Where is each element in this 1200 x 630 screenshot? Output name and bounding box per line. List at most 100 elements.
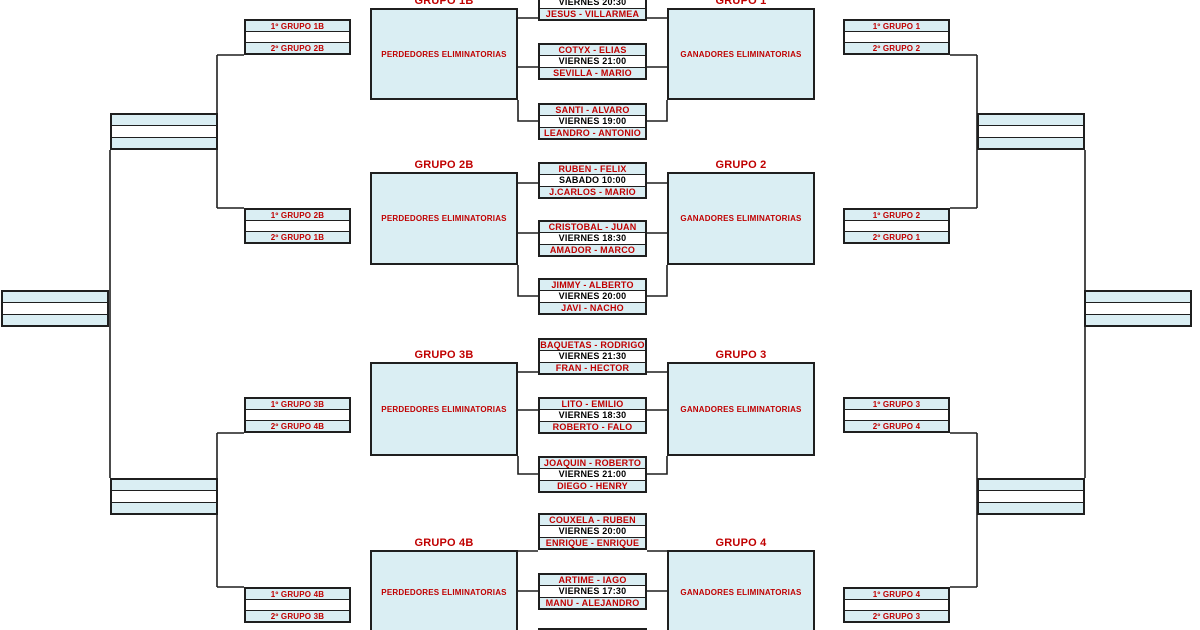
group-title-losers: GRUPO 3B	[414, 349, 474, 361]
match-top-players: SANTI - ALVARO	[540, 105, 645, 116]
semifinal-slot-row	[979, 125, 1083, 137]
group-title-losers: GRUPO 4B	[414, 537, 474, 549]
slot-empty	[845, 220, 948, 231]
final-slot-row	[3, 302, 107, 314]
losers-group-box-label: PERDEDORES ELIMINATORIAS	[381, 49, 507, 59]
slot-empty	[845, 31, 948, 42]
losers-group-box: PERDEDORES ELIMINATORIAS	[370, 8, 518, 100]
losers-group-box: PERDEDORES ELIMINATORIAS	[370, 362, 518, 456]
winners-group-box: GANADORES ELIMINATORIAS	[667, 172, 815, 265]
winners-group-box: GANADORES ELIMINATORIAS	[667, 362, 815, 456]
match-time: VIERNES 20:00	[540, 525, 645, 537]
losers-qualifier-slot: 1º GRUPO 4B 2º GRUPO 3B	[244, 587, 351, 623]
match-bottom-players: ENRIQUE - ENRIQUE	[540, 536, 645, 548]
winners-group-box-label: GANADORES ELIMINATORIAS	[680, 588, 802, 597]
semifinal-slot-row	[112, 115, 216, 126]
slot-seed-2: 2º GRUPO 2	[845, 42, 948, 53]
match-bottom-players: FRAN - HECTOR	[540, 361, 645, 373]
losers-group-box: PERDEDORES ELIMINATORIAS	[370, 172, 518, 265]
slot-seed-1: 1º GRUPO 4B	[246, 589, 349, 599]
match-bottom-players: ROBERTO - FALO	[540, 420, 645, 432]
group-title-winners: GRUPO 3	[715, 349, 767, 361]
semifinal-slot-box	[977, 113, 1085, 150]
winners-group-box: GANADORES ELIMINATORIAS	[667, 550, 815, 630]
match-top-players: COUXELA - RUBEN	[540, 515, 645, 526]
match-time: VIERNES 18:30	[540, 409, 645, 421]
slot-seed-1: 1º GRUPO 3	[845, 399, 948, 409]
match-top-players: JIMMY - ALBERTO	[540, 280, 645, 291]
semifinal-slot-row	[979, 115, 1083, 126]
semifinal-slot-row	[979, 490, 1083, 502]
slot-seed-2: 2º GRUPO 1	[845, 231, 948, 242]
slot-seed-1: 1º GRUPO 1	[845, 21, 948, 31]
winners-qualifier-slot: 1º GRUPO 4 2º GRUPO 3	[843, 587, 950, 623]
final-slot-row	[3, 313, 107, 325]
slot-seed-2: 2º GRUPO 4B	[246, 420, 349, 431]
winners-group-box-label: GANADORES ELIMINATORIAS	[680, 214, 802, 223]
semifinal-slot-box	[977, 478, 1085, 515]
match-bottom-players: JESUS - VILLARMEA	[540, 7, 645, 19]
match-bottom-players: JAVI - NACHO	[540, 301, 645, 313]
slot-seed-1: 1º GRUPO 4	[845, 589, 948, 599]
match-box	[538, 628, 647, 630]
winners-qualifier-slot: 1º GRUPO 2 2º GRUPO 1	[843, 208, 950, 244]
group-title-winners: GRUPO 2	[715, 159, 767, 171]
final-slot-row	[3, 292, 107, 303]
losers-group-box-label: PERDEDORES ELIMINATORIAS	[381, 404, 507, 414]
match-top-players: RUBEN - FELIX	[540, 164, 645, 175]
semifinal-slot-box	[110, 478, 218, 515]
match-bottom-players: MANU - ALEJANDRO	[540, 596, 645, 608]
winners-group-box-label: GANADORES ELIMINATORIAS	[680, 404, 802, 414]
semifinal-slot-row	[112, 480, 216, 491]
semifinal-slot-box	[110, 113, 218, 150]
match-time: VIERNES 17:30	[540, 585, 645, 597]
slot-seed-1: 1º GRUPO 1B	[246, 21, 349, 31]
match-time: VIERNES 18:30	[540, 232, 645, 244]
slot-seed-2: 2º GRUPO 1B	[246, 231, 349, 242]
match-time: VIERNES 21:00	[540, 468, 645, 480]
final-slot-row	[1086, 292, 1190, 303]
final-slot-box	[1084, 290, 1192, 327]
semifinal-slot-row	[112, 490, 216, 502]
group-title-winners: GRUPO 1	[715, 0, 767, 7]
slot-empty	[246, 31, 349, 42]
slot-seed-1: 1º GRUPO 2	[845, 210, 948, 220]
semifinal-slot-row	[112, 501, 216, 513]
match-top-players: JOAQUIN - ROBERTO	[540, 458, 645, 469]
final-slot-row	[1086, 313, 1190, 325]
match-top-players: CRISTOBAL - JUAN	[540, 222, 645, 233]
final-slot-box	[1, 290, 109, 327]
match-top-players: BAQUETAS - RODRIGO	[540, 340, 645, 351]
slot-empty	[246, 409, 349, 420]
semifinal-slot-row	[979, 480, 1083, 491]
losers-group-box-label: PERDEDORES ELIMINATORIAS	[381, 588, 507, 597]
semifinal-slot-row	[112, 136, 216, 148]
semifinal-slot-row	[979, 136, 1083, 148]
final-slot-row	[1086, 302, 1190, 314]
match-top-players: ARTIME - IAGO	[540, 575, 645, 586]
slot-seed-2: 2º GRUPO 3B	[246, 610, 349, 621]
winners-qualifier-slot: 1º GRUPO 1 2º GRUPO 2	[843, 19, 950, 55]
match-bottom-players: J.CARLOS - MARIO	[540, 185, 645, 197]
winners-group-box: GANADORES ELIMINATORIAS	[667, 8, 815, 100]
match-top-players: COTYX - ELIAS	[540, 45, 645, 56]
slot-empty	[246, 599, 349, 610]
match-time: VIERNES 21:30	[540, 350, 645, 362]
match-time: VIERNES 20:00	[540, 290, 645, 302]
match-time: VIERNES 21:00	[540, 55, 645, 67]
slot-seed-2: 2º GRUPO 3	[845, 610, 948, 621]
match-time: VIERNES 20:30	[540, 0, 645, 8]
match-top-players: LITO - EMILIO	[540, 399, 645, 410]
winners-group-box-label: GANADORES ELIMINATORIAS	[680, 49, 802, 59]
slot-seed-1: 1º GRUPO 2B	[246, 210, 349, 220]
losers-group-box: PERDEDORES ELIMINATORIAS	[370, 550, 518, 630]
match-time: SABADO 10:00	[540, 174, 645, 186]
